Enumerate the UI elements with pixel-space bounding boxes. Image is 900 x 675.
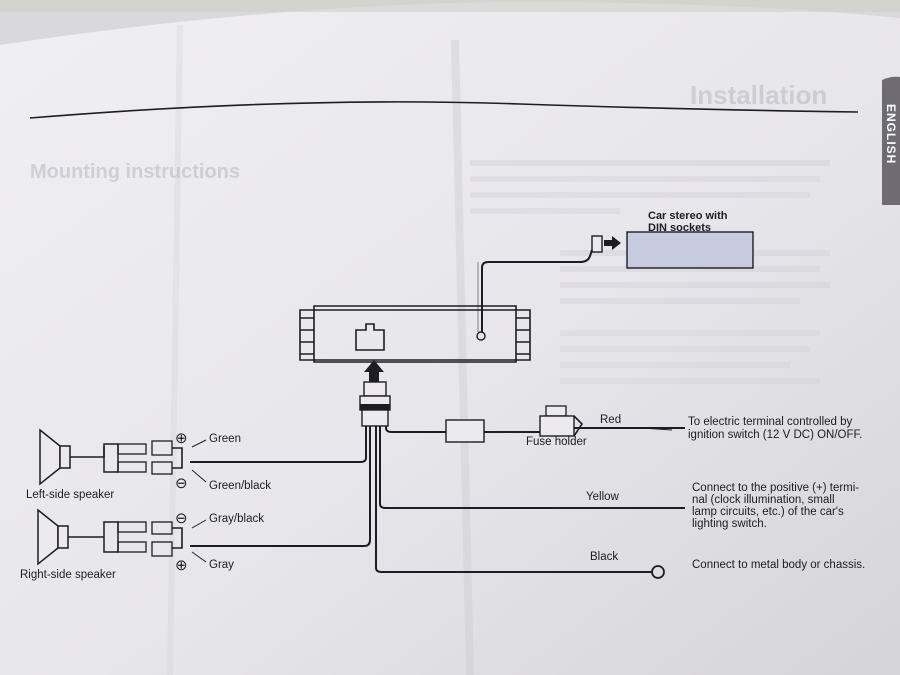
green-wire-label: Green <box>209 433 241 445</box>
gray-wire-label: Gray <box>209 559 234 571</box>
background-top <box>0 0 900 12</box>
red-wire-tail <box>641 427 673 431</box>
harness-connector <box>359 381 391 427</box>
language-tab: ENGLISH <box>882 76 900 205</box>
red-instruction-line: To electric terminal controlled by <box>688 416 853 428</box>
plus-icon: ⊕ <box>175 557 188 574</box>
header-rule <box>29 101 859 119</box>
yellow-wire-label: Yellow <box>586 491 620 503</box>
amplifier <box>299 305 531 363</box>
inline-filter-block <box>445 419 485 443</box>
red-instruction-line: ignition switch (12 V DC) ON/OFF. <box>688 429 862 441</box>
leader-line <box>191 519 207 529</box>
black-wire <box>375 426 652 573</box>
right-speaker <box>37 508 183 566</box>
connect-arrow-icon <box>364 360 384 382</box>
minus-icon: ⊖ <box>175 475 188 492</box>
yellow-instruction-line: lighting switch. <box>692 518 767 530</box>
fold-line <box>167 24 183 675</box>
yellow-wire <box>379 426 685 509</box>
plus-icon: ⊕ <box>175 430 188 447</box>
left-speaker <box>39 428 183 486</box>
din-cable-socket <box>476 331 486 341</box>
fuse-holder-label: Fuse holder <box>526 436 587 448</box>
red-wire-segment <box>385 426 446 433</box>
car-stereo: Car stereo with DIN sockets <box>591 210 754 269</box>
car-stereo-label-line2: DIN sockets <box>648 222 711 234</box>
din-cable <box>481 249 593 332</box>
leader-line <box>191 469 207 483</box>
bleed-through-text: Mounting instructions <box>30 161 240 183</box>
gray-black-wire-label: Gray/black <box>209 513 264 525</box>
amp-power-socket <box>355 323 385 351</box>
yellow-instruction-line: nal (clock illumination, small <box>692 494 835 506</box>
bleed-through-text: Installation <box>690 80 827 110</box>
black-wire-label: Black <box>590 551 618 563</box>
car-stereo-unit <box>626 231 754 269</box>
harness-bundle <box>190 426 685 573</box>
stereo-arrow-icon <box>604 236 621 250</box>
left-speaker-label: Left-side speaker <box>26 489 114 501</box>
leader-line <box>191 439 207 448</box>
red-wire-label: Red <box>600 414 621 426</box>
fold-line <box>451 39 474 675</box>
language-tab-label: ENGLISH <box>884 104 898 164</box>
black-instruction-line: Connect to metal body or chassis. <box>692 559 865 571</box>
ground-ring-terminal <box>651 565 665 579</box>
fuse-holder: Fuse holder <box>526 405 587 448</box>
leader-line <box>191 551 207 563</box>
yellow-instruction-line: Connect to the positive (+) termi- <box>692 482 859 494</box>
yellow-instruction-line: lamp circuits, etc.) of the car's <box>692 506 844 518</box>
car-stereo-label-line1: Car stereo with <box>648 210 728 222</box>
din-plug <box>591 235 603 253</box>
minus-icon: ⊖ <box>175 510 188 527</box>
right-speaker-label: Right-side speaker <box>20 569 116 581</box>
green-black-wire-label: Green/black <box>209 480 271 492</box>
